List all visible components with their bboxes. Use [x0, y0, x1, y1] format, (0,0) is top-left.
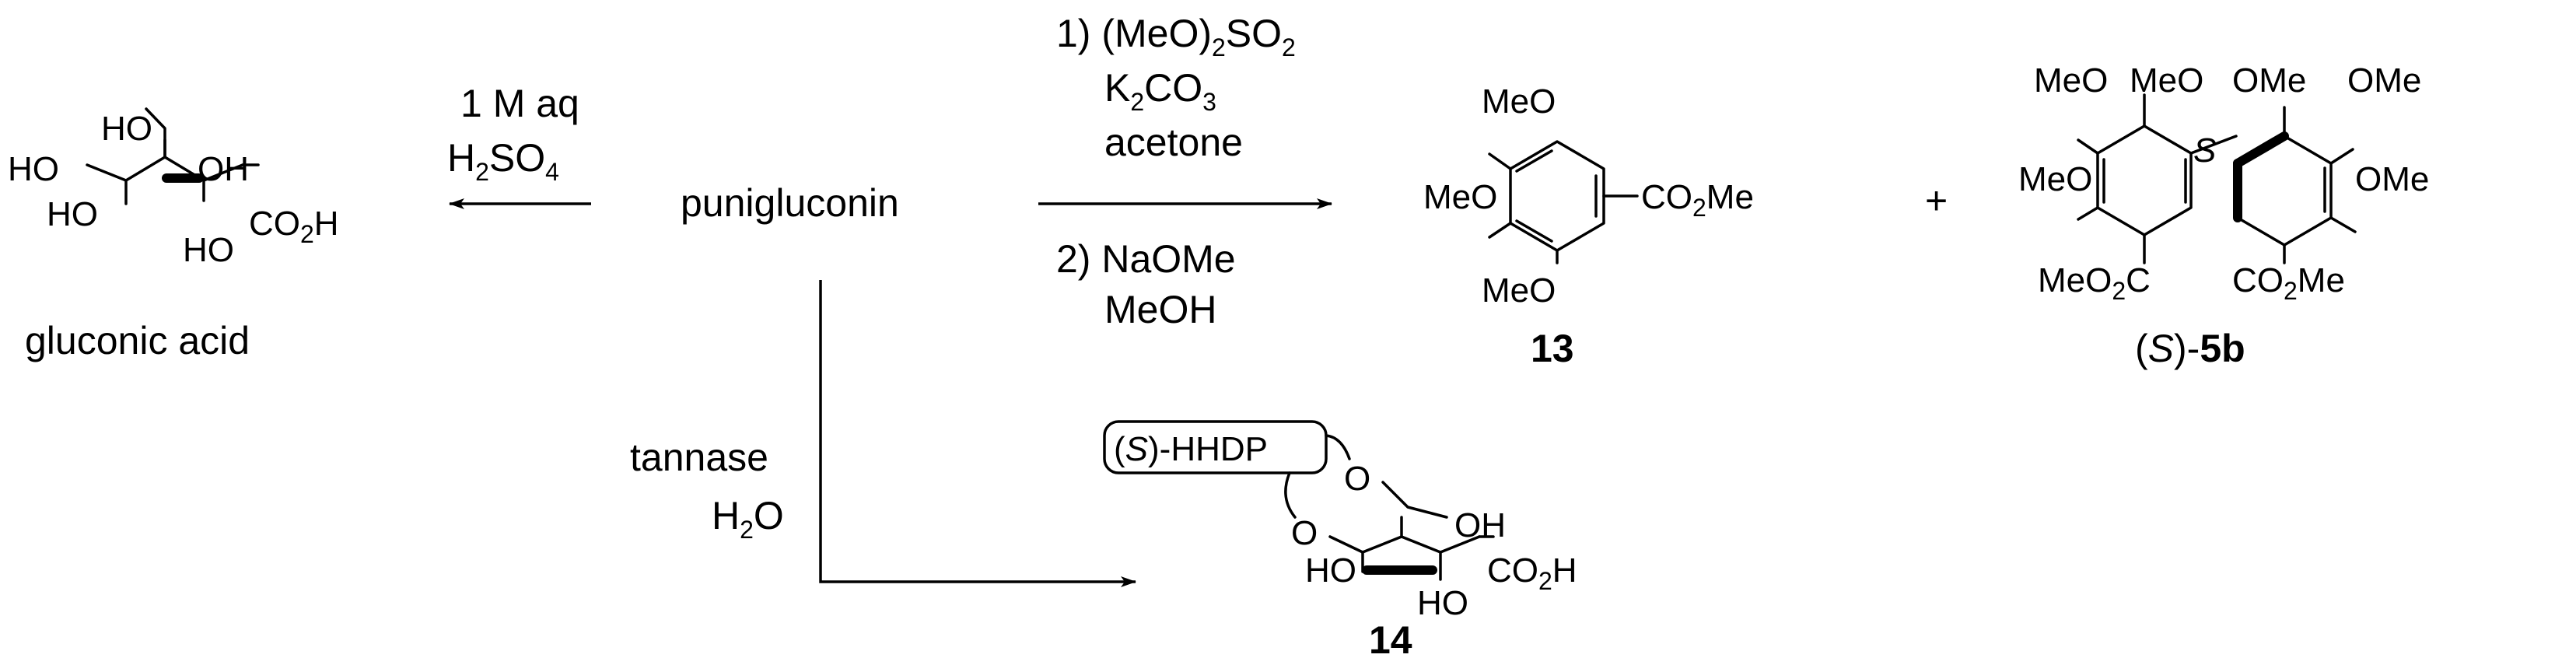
compound-5b-meo-top-center: MeO: [2130, 61, 2203, 100]
gluconic-ho-bottom: HO: [183, 231, 234, 269]
acid-condition-line2: H2SO4: [447, 136, 559, 186]
compound-14-oh: OH: [1454, 506, 1506, 544]
compound-14-o-upper: O: [1344, 460, 1370, 498]
plus-sign: +: [1925, 179, 1948, 222]
acid-condition-line1: 1 M aq: [460, 82, 579, 125]
hhdp-box: [1103, 420, 1328, 474]
methylation-step2: 2) NaOMe: [1056, 237, 1236, 281]
compound-14-ho-left: HO: [1305, 551, 1356, 590]
tannase-reagent: tannase: [630, 436, 768, 479]
compound-5b-stereodescriptor: S: [2193, 131, 2216, 170]
compound-13-meo-mid: MeO: [1423, 178, 1497, 216]
compound-13-ester: CO2Me: [1641, 178, 1754, 222]
compound-13-structure: MeO MeO MeO CO2Me: [1423, 82, 1754, 310]
methylation-solvent2: MeOH: [1104, 288, 1216, 331]
compound-14-structure: (S)-HHDP O O OH HO HO CO2H: [1103, 420, 1577, 622]
compound-14-label: 14: [1369, 618, 1412, 662]
gluconic-acid-label: gluconic acid: [25, 319, 250, 362]
compound-5b-ome-right: OMe: [2355, 160, 2429, 198]
tannase-arrow: [819, 280, 1136, 587]
compound-5b-structure: MeO MeO MeO OMe OMe OMe S MeO2C CO2Me: [2018, 61, 2429, 305]
gluconic-ho-left: HO: [8, 150, 59, 188]
methylation-solvent1: acetone: [1104, 121, 1243, 164]
gluconic-ho-top: HO: [101, 110, 152, 148]
compound-13-label: 13: [1531, 327, 1574, 370]
compound-5b-ome-top-center: OMe: [2232, 61, 2306, 100]
compound-5b-label: (S)-5b: [2135, 327, 2245, 370]
compound-14-ho-bottom: HO: [1417, 584, 1468, 622]
compound-5b-ester-right: CO2Me: [2232, 261, 2345, 305]
compound-14-o-lower: O: [1291, 514, 1318, 552]
compound-14-co2h: CO2H: [1487, 551, 1577, 595]
gluconic-oh-right: OH: [198, 150, 249, 188]
hhdp-label: (S)-HHDP: [1114, 430, 1268, 468]
gluconic-co2h: CO2H: [249, 205, 339, 248]
compound-5b-meo-top-left: MeO: [2034, 61, 2108, 100]
gluconic-ho-lower: HO: [47, 195, 98, 233]
methylation-base: K2CO3: [1104, 66, 1216, 116]
compound-5b-ome-top-right: OMe: [2347, 61, 2421, 100]
compound-13-meo-bottom: MeO: [1482, 271, 1556, 310]
methylation-step1: 1) (MeO)2SO2: [1056, 12, 1296, 61]
compound-13-meo-top: MeO: [1482, 82, 1556, 121]
punigluconin-label: punigluconin: [681, 181, 899, 225]
compound-5b-ester-left: MeO2C: [2038, 261, 2151, 305]
compound-5b-meo-left: MeO: [2018, 160, 2092, 198]
water-reagent: H2O: [712, 494, 784, 544]
gluconic-acid-structure: HO HO OH HO HO CO2H: [8, 107, 339, 269]
